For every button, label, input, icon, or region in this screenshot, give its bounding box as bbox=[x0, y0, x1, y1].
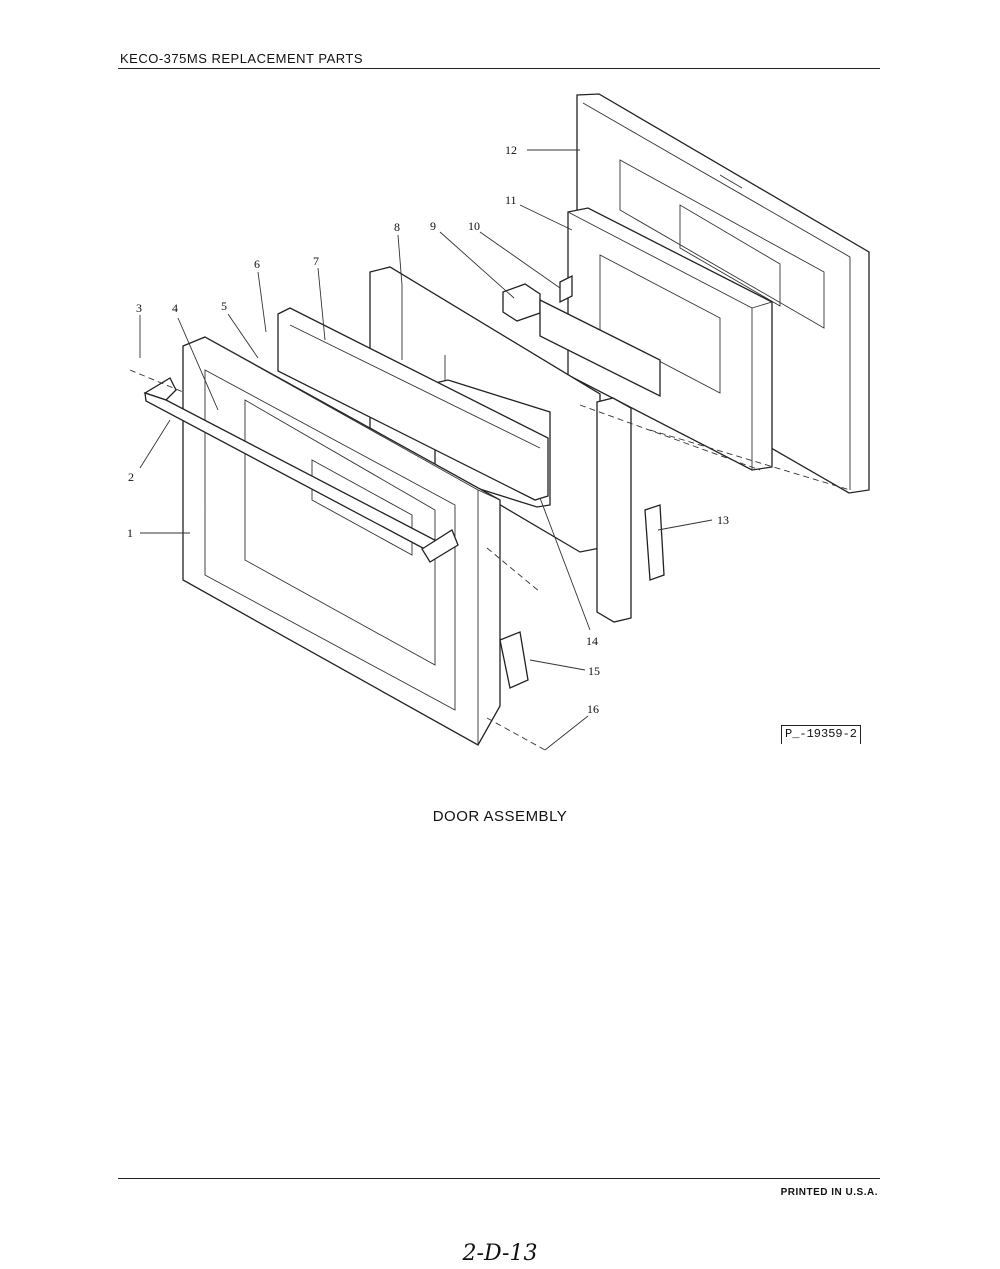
footer-rule bbox=[118, 1178, 880, 1179]
callout-labels: 1 2 3 4 5 6 7 8 9 10 11 12 13 14 15 16 bbox=[127, 143, 729, 716]
callout-10: 10 bbox=[468, 219, 480, 233]
hinge-parts bbox=[499, 504, 665, 689]
callout-13: 13 bbox=[717, 513, 729, 527]
page-header-title: KECO-375MS REPLACEMENT PARTS bbox=[120, 51, 364, 66]
callout-4: 4 bbox=[172, 301, 178, 315]
door-assembly-diagram: 1 2 3 4 5 6 7 8 9 10 11 12 13 14 15 16 bbox=[127, 93, 870, 751]
callout-11: 11 bbox=[505, 193, 517, 207]
callout-9: 9 bbox=[430, 219, 436, 233]
callout-15: 15 bbox=[588, 664, 600, 678]
leader-lines bbox=[139, 149, 713, 751]
callout-12: 12 bbox=[505, 143, 517, 157]
drawing-reference-code: P_-19359-2 bbox=[781, 725, 862, 744]
door-handle bbox=[143, 377, 459, 563]
page-number: 2-D-13 bbox=[462, 1241, 538, 1266]
callout-6: 6 bbox=[254, 257, 260, 271]
brackets bbox=[502, 274, 661, 398]
outer-door bbox=[182, 336, 501, 746]
callout-3: 3 bbox=[136, 301, 142, 315]
callout-14: 14 bbox=[586, 634, 598, 648]
side-channel bbox=[596, 397, 632, 623]
printed-notice: PRINTED IN U.S.A. bbox=[780, 1187, 878, 1198]
callout-16: 16 bbox=[587, 702, 599, 716]
top-channel bbox=[277, 307, 549, 501]
callout-1: 1 bbox=[127, 526, 133, 540]
callout-7: 7 bbox=[313, 254, 319, 268]
header-rule bbox=[118, 68, 880, 69]
diagram-caption: DOOR ASSEMBLY bbox=[432, 808, 568, 825]
callout-8: 8 bbox=[394, 220, 400, 234]
callout-5: 5 bbox=[221, 299, 227, 313]
callout-2: 2 bbox=[128, 470, 134, 484]
alignment-lines bbox=[129, 369, 851, 751]
